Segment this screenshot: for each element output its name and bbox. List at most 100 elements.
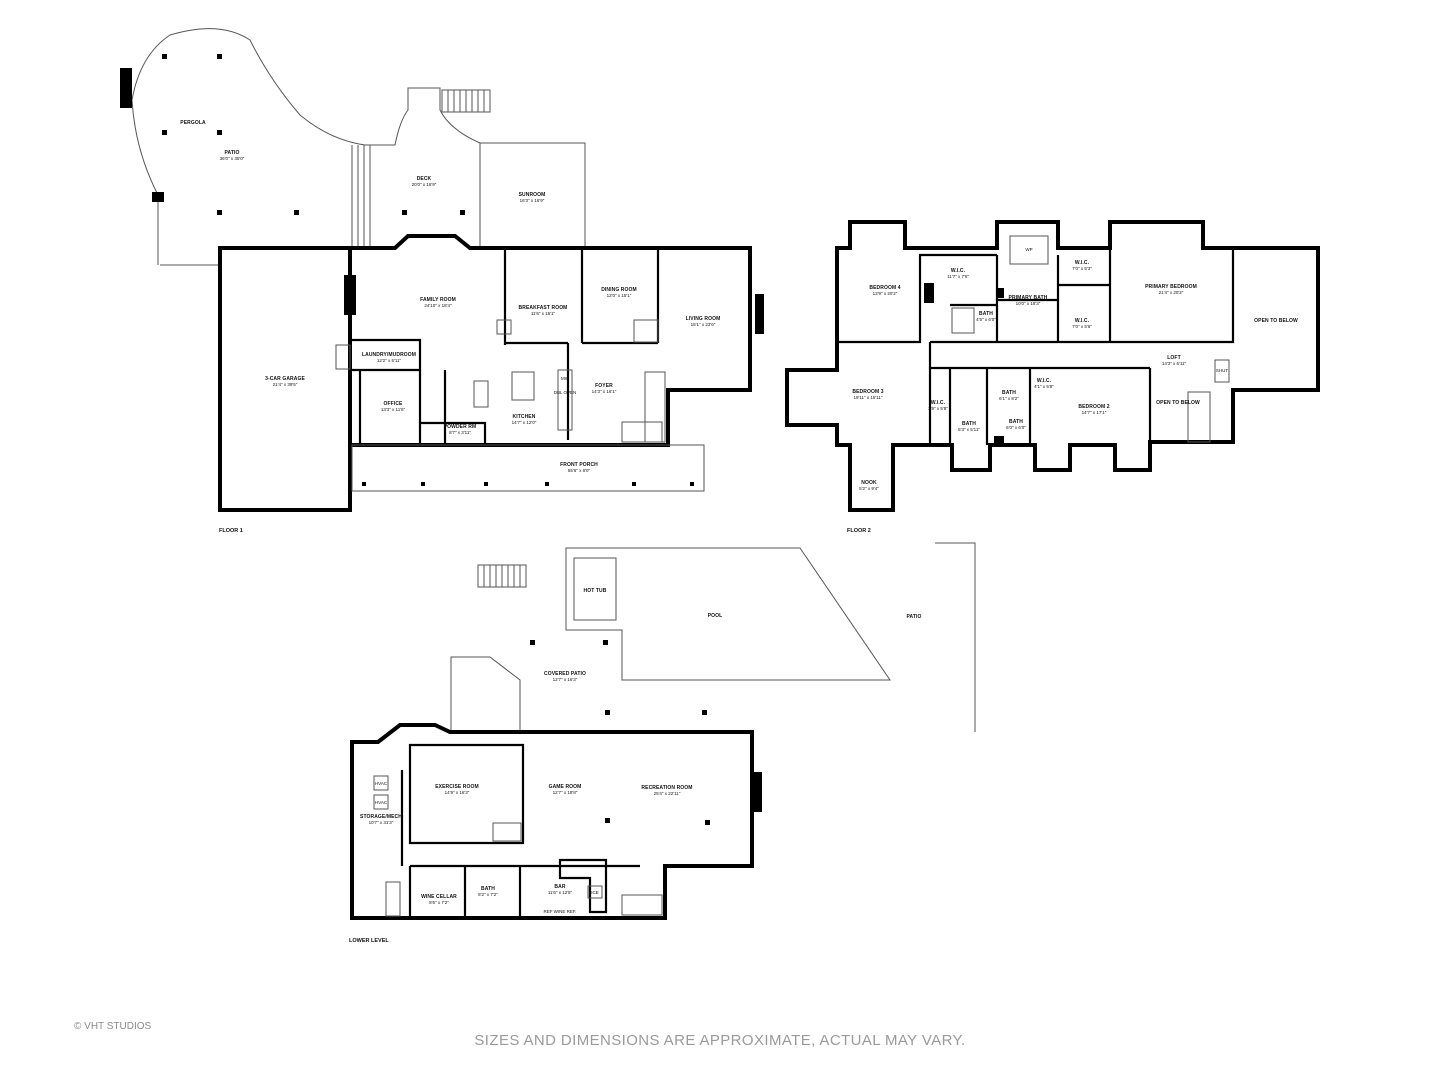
wp-label: WP xyxy=(1025,247,1032,252)
open-to-below-2-label: OPEN TO BELOW xyxy=(1156,400,1200,406)
hvac-2 xyxy=(373,794,389,810)
floor-1-label: FLOOR 1 xyxy=(219,528,243,534)
game-room-label: GAME ROOM xyxy=(549,784,582,790)
laundry-label: LAUNDRY/MUDROOM xyxy=(362,352,416,358)
garage-label: 3-CAR GARAGE xyxy=(265,376,305,382)
bath-4-label: BATH xyxy=(1009,419,1023,425)
sunroom-dim: 16'3" x 16'9" xyxy=(520,198,545,203)
pergola-posts xyxy=(162,54,465,215)
lower-bath-label: BATH xyxy=(481,886,495,892)
dining-room-dim: 12'0" x 15'1" xyxy=(607,293,632,298)
wic-3-label: W.I.C. xyxy=(1075,318,1090,324)
svg-text:HVAC: HVAC xyxy=(375,800,388,805)
svg-text:HVAC: HVAC xyxy=(375,781,388,786)
foyer-dim: 14'3" x 16'1" xyxy=(592,389,617,394)
floor-1-exterior xyxy=(218,246,352,512)
wine-ref-label: WINE REF. xyxy=(554,909,577,914)
sunroom-label: SUNROOM xyxy=(519,192,546,198)
living-room-label: LIVING ROOM xyxy=(686,316,721,322)
covered-patio-dim: 12'7" x 16'3" xyxy=(553,677,578,682)
credit-label: © VHT STUDIOS xyxy=(74,1021,152,1032)
wic-2-label: W.I.C. xyxy=(1075,260,1090,266)
lower-level-exterior xyxy=(350,723,754,920)
whirlpool-tub xyxy=(1009,235,1049,265)
foyer-label: FOYER xyxy=(595,383,613,389)
primary-bedroom-label: PRIMARY BEDROOM xyxy=(1145,284,1197,290)
open-to-below-1-label: OPEN TO BELOW xyxy=(1254,318,1298,324)
hvac-1 xyxy=(373,775,389,791)
lower-stairs xyxy=(621,894,663,916)
wic-1-label: W.I.C. xyxy=(951,268,966,274)
patio-dim: 36'0" x 35'0" xyxy=(220,156,245,161)
bath-4-dim: 6'0" x 6'0" xyxy=(1006,425,1026,430)
exercise-room-dim: 14'9" x 16'3" xyxy=(445,790,470,795)
game-room-dim: 12'7" x 18'8" xyxy=(553,790,578,795)
shut-label: SHUT xyxy=(1216,368,1229,373)
front-porch-dim: 55'6" x 6'0" xyxy=(568,468,591,473)
patio-label: PATIO xyxy=(224,150,239,156)
rec-room-fireplace xyxy=(752,772,762,812)
porch-posts xyxy=(362,482,694,486)
floor-2-stairs xyxy=(1187,391,1211,443)
oven-label: DBL OVEN xyxy=(554,390,577,395)
primary-bath-label: PRIMARY BATH xyxy=(1009,295,1048,301)
floor-2: WP SHUT BEDROOM 4 13'9" x 20'2" W.I.C. 1… xyxy=(785,220,1320,534)
wine-cellar-dim: 8'6" x 7'2" xyxy=(429,900,449,905)
lower-level: HVAC HVAC ICE REF WINE REF. POOL HOT TUB… xyxy=(349,542,976,944)
loft-dim: 14'3" x 6'11" xyxy=(1162,361,1187,366)
front-porch-label: FRONT PORCH xyxy=(560,462,598,468)
pergola-fireplace xyxy=(120,68,132,108)
exercise-room-label: EXERCISE ROOM xyxy=(435,784,479,790)
living-fireplace xyxy=(755,294,764,334)
floor-1: MW DBL OVEN PERGOLA PATIO 36'0" x 35'0" … xyxy=(120,28,764,534)
hot-tub-label: HOT TUB xyxy=(584,588,607,594)
bath-2-dim: 5'3" x 5'11" xyxy=(958,427,980,432)
kitchen-island xyxy=(511,371,535,401)
kitchen-dim: 14'7" x 12'0" xyxy=(512,420,537,425)
office-dim: 13'3" x 11'6" xyxy=(381,407,406,412)
deck-dim: 20'0" x 16'9" xyxy=(412,182,437,187)
wic-5-label: W.I.C. xyxy=(1037,378,1052,384)
recreation-room-dim: 25'4" x 22'11" xyxy=(654,791,681,796)
bedroom-3-dim: 19'11" x 15'11" xyxy=(853,395,882,400)
pool-label: POOL xyxy=(708,613,723,619)
bedroom-2-label: BEDROOM 2 xyxy=(1078,404,1109,410)
living-room-dim: 15'1" x 23'6" xyxy=(691,322,716,327)
floor-2-label: FLOOR 2 xyxy=(847,528,871,534)
wic-3-dim: 7'0" x 5'6" xyxy=(1072,324,1092,329)
bar-label: BAR xyxy=(554,884,565,890)
family-room-dim: 24'10" x 18'4" xyxy=(424,303,452,308)
bar-dim: 11'6" x 12'5" xyxy=(548,890,573,895)
storage-dim: 10'7" x 31'3" xyxy=(369,820,394,825)
family-room-label: FAMILY ROOM xyxy=(420,297,456,303)
office-label: OFFICE xyxy=(384,401,403,407)
wic-5-dim: 4'1" x 5'8" xyxy=(1034,384,1054,389)
wine-cellar-label: WINE CELLAR xyxy=(421,894,457,900)
laundry-dim: 12'2" x 5'11" xyxy=(377,358,402,363)
patio-2-label: PATIO xyxy=(906,614,921,620)
bath-2-label: BATH xyxy=(962,421,976,427)
wic-4-dim: 3'9" x 5'8" xyxy=(928,406,948,411)
deck-label: DECK xyxy=(417,176,432,182)
wic-4-label: W.I.C. xyxy=(931,400,946,406)
wic-1-dim: 11'7" x 7'6" xyxy=(947,274,969,279)
lower-posts xyxy=(605,818,710,825)
bar-counter xyxy=(558,858,608,914)
hot-tub xyxy=(573,557,617,621)
pool-patio-outline xyxy=(565,542,976,732)
primary-bath-dim: 10'0" x 18'3" xyxy=(1016,301,1041,306)
deck-stairs xyxy=(351,145,371,248)
bedroom-3-label: BEDROOM 3 xyxy=(852,389,883,395)
covered-patio-outline xyxy=(450,656,521,732)
patio-outline xyxy=(131,28,586,265)
breakfast-room-label: BREAKFAST ROOM xyxy=(519,305,568,311)
patio-posts xyxy=(530,640,707,715)
bedroom-4-label: BEDROOM 4 xyxy=(869,285,900,291)
recreation-room-label: RECREATION ROOM xyxy=(641,785,692,791)
nook-label: NOOK xyxy=(861,480,877,486)
mw-label: MW xyxy=(561,376,570,381)
powder-room-dim: 8'7" x 3'11" xyxy=(449,430,471,435)
bath-3-dim: 6'1" x 8'2" xyxy=(999,396,1019,401)
